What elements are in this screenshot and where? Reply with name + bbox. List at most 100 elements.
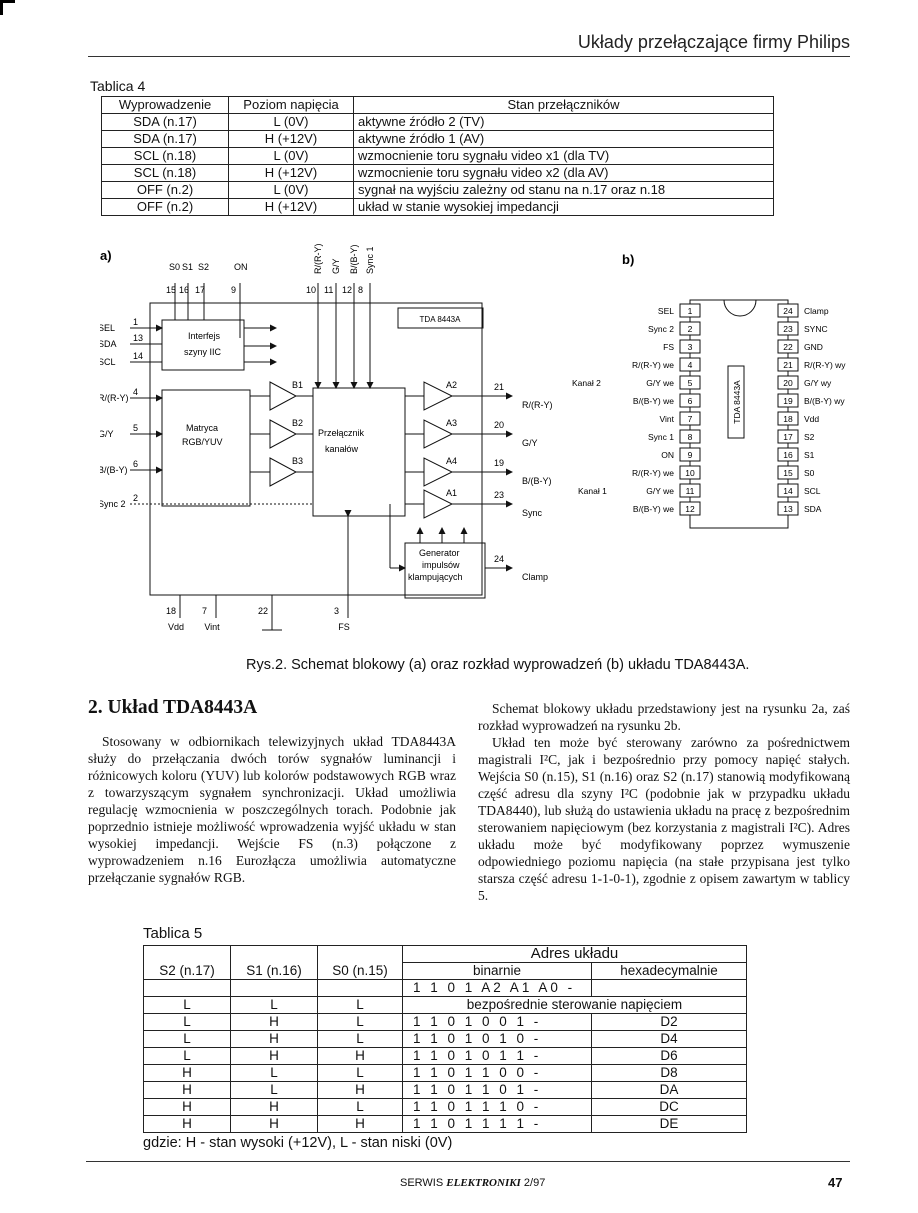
- top-pin-number: 10: [306, 285, 316, 295]
- pinout-pin-number: 12: [685, 504, 695, 514]
- corner-mark: [0, 0, 15, 15]
- pinout-pin-label: B/(B-Y) we: [633, 504, 674, 514]
- table4-header-cell: Poziom napięcia: [228, 96, 354, 114]
- input-label: R/(R-Y): [100, 393, 129, 403]
- interface-label: szyny IIC: [184, 347, 222, 357]
- table4-cell: OFF (n.2): [101, 198, 229, 216]
- matrix-label: Matryca: [186, 423, 218, 433]
- table5-cell: H: [230, 1115, 318, 1133]
- table4-cell: SDA (n.17): [101, 130, 229, 148]
- amp-label: A4: [446, 456, 457, 466]
- table5-header-row: S2 (n.17) S1 (n.16) S0 (n.15) Adres ukła…: [143, 945, 747, 980]
- top-pin-label: S0: [169, 262, 180, 272]
- footer-page-number: 47: [828, 1175, 843, 1190]
- top-pin-number: 17: [195, 285, 205, 295]
- input-label: SDA: [100, 339, 117, 349]
- pinout-pin-box: [777, 483, 799, 498]
- top-pin-number: 15: [166, 285, 176, 295]
- table5-cell: H: [143, 1081, 231, 1099]
- amp-label: B2: [292, 418, 303, 428]
- table5-cell: L: [317, 1030, 403, 1048]
- body-paragraph: Schemat blokowy układu przedstawiony jes…: [478, 701, 850, 733]
- top-pin-number: 8: [358, 285, 363, 295]
- output-pin-number: 19: [494, 458, 504, 468]
- table4-cell: SCL (n.18): [101, 164, 229, 182]
- table5-cell: L: [317, 996, 403, 1014]
- table5-header-cell: S0 (n.15): [317, 945, 403, 980]
- pinout-pin-number: 2: [688, 324, 693, 334]
- table4-cell: aktywne źródło 2 (TV): [353, 113, 774, 131]
- pinout-chip-label-box: [727, 365, 745, 439]
- pinout-pin-box: [777, 375, 799, 390]
- body-column-right: Schemat blokowy układu przedstawiony jes…: [478, 700, 850, 904]
- table4-cell: wzmocnienie toru sygnału video x2 (dla A…: [353, 164, 774, 182]
- top-pin-label: B/(B-Y): [349, 244, 359, 274]
- pinout-pin-number: 20: [783, 378, 793, 388]
- pinout-pin-box: [679, 483, 701, 498]
- table4-cell: L (0V): [228, 113, 354, 131]
- table4-cell: L (0V): [228, 147, 354, 165]
- figure-caption: Rys.2. Schemat blokowy (a) oraz rozkład …: [246, 657, 750, 673]
- input-pin-number: 13: [133, 333, 143, 343]
- table4-row: SDA (n.17)H (+12V)aktywne źródło 1 (AV): [101, 130, 774, 148]
- body-paragraph: Stosowany w odbiornikach telewizyjnych u…: [88, 734, 456, 885]
- table5-cell: L: [317, 1098, 403, 1116]
- table5-cell: D2: [591, 1013, 747, 1031]
- pinout-pin-box: [777, 357, 799, 372]
- body-paragraph: Układ ten może być sterowany zarówno za …: [478, 735, 850, 903]
- top-pin-label: R/(R-Y): [313, 244, 323, 275]
- pinout-pin-number: 11: [686, 486, 695, 496]
- pinout-pin-box: [679, 411, 701, 426]
- input-pin-number: 2: [133, 493, 138, 503]
- figure-label-a: a): [100, 248, 112, 263]
- pinout-pin-box: [679, 375, 701, 390]
- pinout-pin-label: SCL: [804, 486, 821, 496]
- input-label: SCL: [100, 357, 116, 367]
- amp-label: A3: [446, 418, 457, 428]
- input-pin-number: 14: [133, 351, 143, 361]
- table5-header-cell: S2 (n.17): [143, 945, 231, 980]
- output-pin-number: 23: [494, 490, 504, 500]
- table5-cell: H: [317, 1047, 403, 1065]
- pinout-pin-label: Sync 1: [648, 432, 674, 442]
- pinout-pin-box: [777, 303, 799, 318]
- bottom-pin-label: FS: [338, 622, 350, 632]
- input-pin-number: 6: [133, 459, 138, 469]
- pinout-pin-label: FS: [663, 342, 674, 352]
- pinout-notch: [723, 299, 757, 317]
- table4-header-cell: Wyprowadzenie: [101, 96, 229, 114]
- pinout-pin-label: ON: [661, 450, 674, 460]
- footer-rule: [86, 1161, 850, 1162]
- table5-cell: L: [143, 1030, 231, 1048]
- table5-cell: L: [230, 1081, 318, 1099]
- top-pin-label: G/Y: [331, 258, 341, 274]
- pinout-pin-label: S1: [804, 450, 815, 460]
- generator-label: impulsów: [422, 560, 460, 570]
- table5-group-header: Adres układu: [402, 945, 747, 963]
- table5-cell: D4: [591, 1030, 747, 1048]
- pinout-pin-number: 6: [688, 396, 693, 406]
- page-header-title: Układy przełączające firmy Philips: [577, 32, 850, 52]
- footer-issue: 2/97: [523, 1177, 546, 1189]
- table5-caption: Tablica 5: [143, 925, 203, 942]
- table4-cell: L (0V): [228, 181, 354, 199]
- table5-cell: L: [143, 996, 231, 1014]
- table4-row: SDA (n.17)L (0V)aktywne źródło 2 (TV): [101, 113, 774, 131]
- pinout-pin-label: B/(B-Y) wy: [804, 396, 845, 406]
- top-pin-number: 9: [231, 285, 236, 295]
- output-label: G/Y: [522, 438, 538, 448]
- table5-cell: DE: [591, 1115, 747, 1133]
- table5-empty-cell: [317, 979, 403, 997]
- table4-cell: aktywne źródło 1 (AV): [353, 130, 774, 148]
- pinout-pin-label: Vint: [660, 414, 675, 424]
- pinout-pin-box: [679, 303, 701, 318]
- figure-label-b: b): [622, 252, 634, 267]
- bottom-pin-number: 3: [334, 606, 339, 616]
- table4-cell: OFF (n.2): [101, 181, 229, 199]
- top-pin-number: 12: [342, 285, 352, 295]
- table5-cell: H: [230, 1098, 318, 1116]
- matrix-label: RGB/YUV: [182, 437, 223, 447]
